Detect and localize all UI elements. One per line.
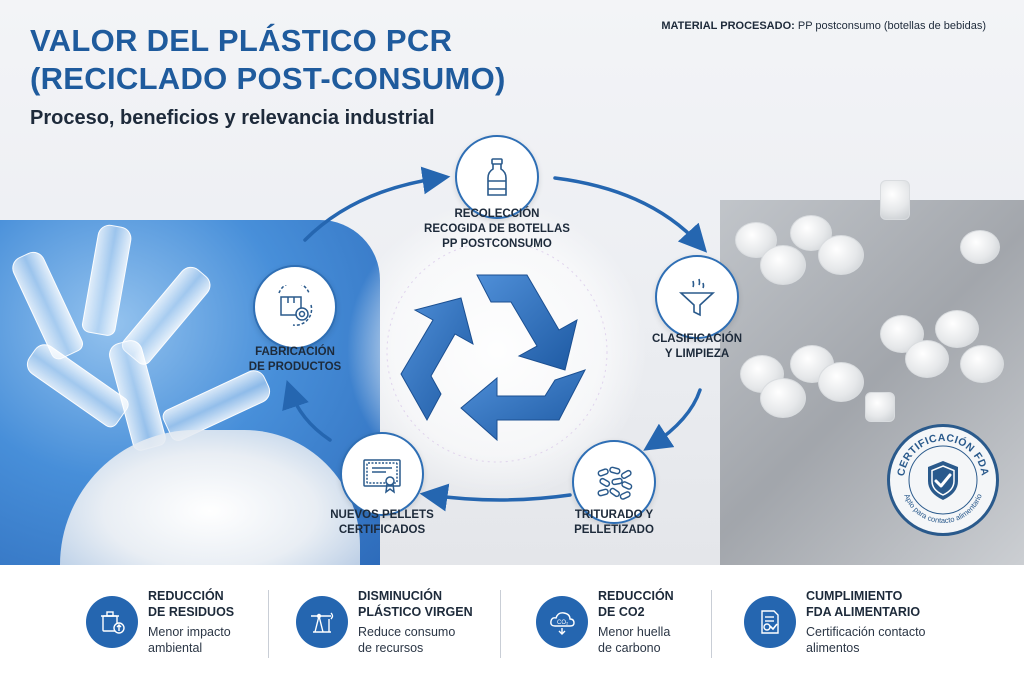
benefit-title: REDUCCIÓN DE CO2 [598,589,674,619]
node-triturado [572,440,656,524]
cycle-diagram [282,166,708,512]
node-label-nuevos-pellets: NUEVOS PELLETS CERTIFICADOS [330,509,434,536]
benefit-title: DISMINUCIÓN PLÁSTICO VIRGEN [358,589,473,619]
cap-image [818,235,864,275]
page-subtitle: Proceso, beneficios y relevancia industr… [30,107,435,129]
benefit-description: Certificación contacto alimentos [806,625,926,655]
material-label: MATERIAL PROCESADO: [661,20,795,32]
fda-certification-badge: CERTIFICACIÓN FDA Apto para contacto ali… [887,424,999,536]
node-fabricacion [253,265,337,349]
material-info: MATERIAL PROCESADO: PP postconsumo (bote… [661,20,986,32]
divider [500,590,501,658]
cap-image [960,230,1000,264]
cap-image [760,378,806,418]
benefit-title: REDUCCIÓN DE RESIDUOS [148,589,235,619]
node-label-fabricacion: FABRICACIÓN DE PRODUCTOS [248,346,342,373]
box-gear-icon [278,285,313,326]
divider [711,590,712,658]
benefit-title: CUMPLIMIENTO FDA ALIMENTARIO [806,589,921,619]
cap-image [760,245,806,285]
benefit-reduccion-co2: CO₂ REDUCCIÓN DE CO2 Menor huella de car… [536,588,696,668]
funnel-icon [678,278,716,317]
cycle-arrows [282,166,708,512]
cap-image [880,180,910,220]
page-title: VALOR DEL PLÁSTICO PCR (RECICLADO POST-C… [30,23,506,96]
hero-section: RECOLECCIÓN RECOGIDA DE BOTELLAS PP POST… [0,0,1024,565]
cap-image [905,340,949,378]
recycle-icon [400,274,587,442]
cap-image [818,362,864,402]
node-label-triturado: TRITURADO Y PELLETIZADO [574,509,654,536]
node-clasificacion [655,255,739,339]
certificate-icon [363,459,401,494]
node-recoleccion [455,135,539,219]
benefits-bar [0,565,1024,683]
oil-pump-icon [296,596,348,648]
cap-image [935,310,979,348]
cap-image [960,345,1004,383]
benefit-reduccion-residuos: REDUCCIÓN DE RESIDUOS Menor impacto ambi… [86,588,261,668]
bottle-icon [487,158,507,196]
co2-cloud-icon: CO₂ [536,596,588,648]
benefit-description: Menor huella de carbono [598,625,671,655]
node-label-clasificacion: CLASIFICACIÓN Y LIMPIEZA [651,333,743,360]
svg-text:CO₂: CO₂ [557,620,569,626]
benefit-description: Reduce consumo de recursos [358,625,456,655]
divider [268,590,269,658]
node-label-recoleccion: RECOLECCIÓN RECOGIDA DE BOTELLAS PP POST… [424,208,570,250]
pellets-icon [597,466,633,500]
node-nuevos-pellets [340,432,424,516]
benefit-disminucion-plastico: DISMINUCIÓN PLÁSTICO VIRGEN Reduce consu… [296,588,496,668]
document-seal-icon [744,596,796,648]
waste-bin-icon [86,596,138,648]
shield-check-icon [928,461,958,500]
material-value: PP postconsumo (botellas de bebidas) [797,20,986,32]
benefit-description: Menor impacto ambiental [148,625,231,655]
benefit-cumplimiento-fda: CUMPLIMIENTO FDA ALIMENTARIO Certificaci… [744,588,964,668]
cap-image [865,392,895,422]
